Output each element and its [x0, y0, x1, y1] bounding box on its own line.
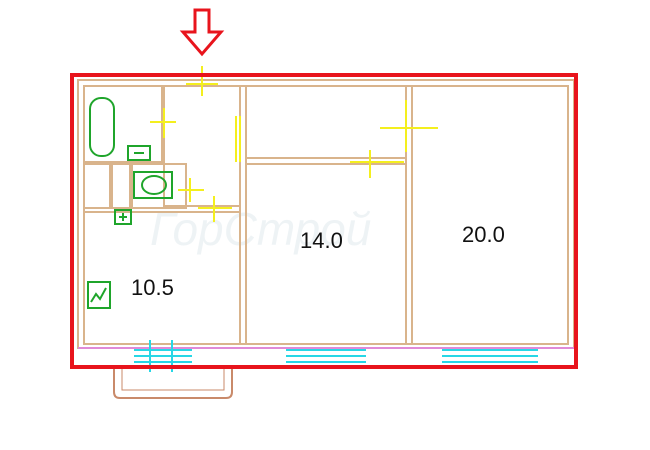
door-markers — [150, 66, 438, 222]
room-area-small: 10.5 — [131, 275, 174, 300]
socket-icon — [114, 209, 132, 225]
window-middle — [286, 349, 366, 363]
toilet-icon — [133, 171, 173, 199]
room-area-middle: 14.0 — [300, 228, 343, 253]
balcony — [113, 366, 233, 399]
sink-icon — [127, 145, 151, 161]
bathtub-icon — [89, 97, 115, 157]
apartment-highlight-frame — [70, 73, 578, 369]
radiator-icon — [87, 281, 111, 309]
down-arrow-icon — [179, 8, 225, 57]
window-right — [442, 349, 538, 363]
room-area-large: 20.0 — [462, 222, 505, 247]
